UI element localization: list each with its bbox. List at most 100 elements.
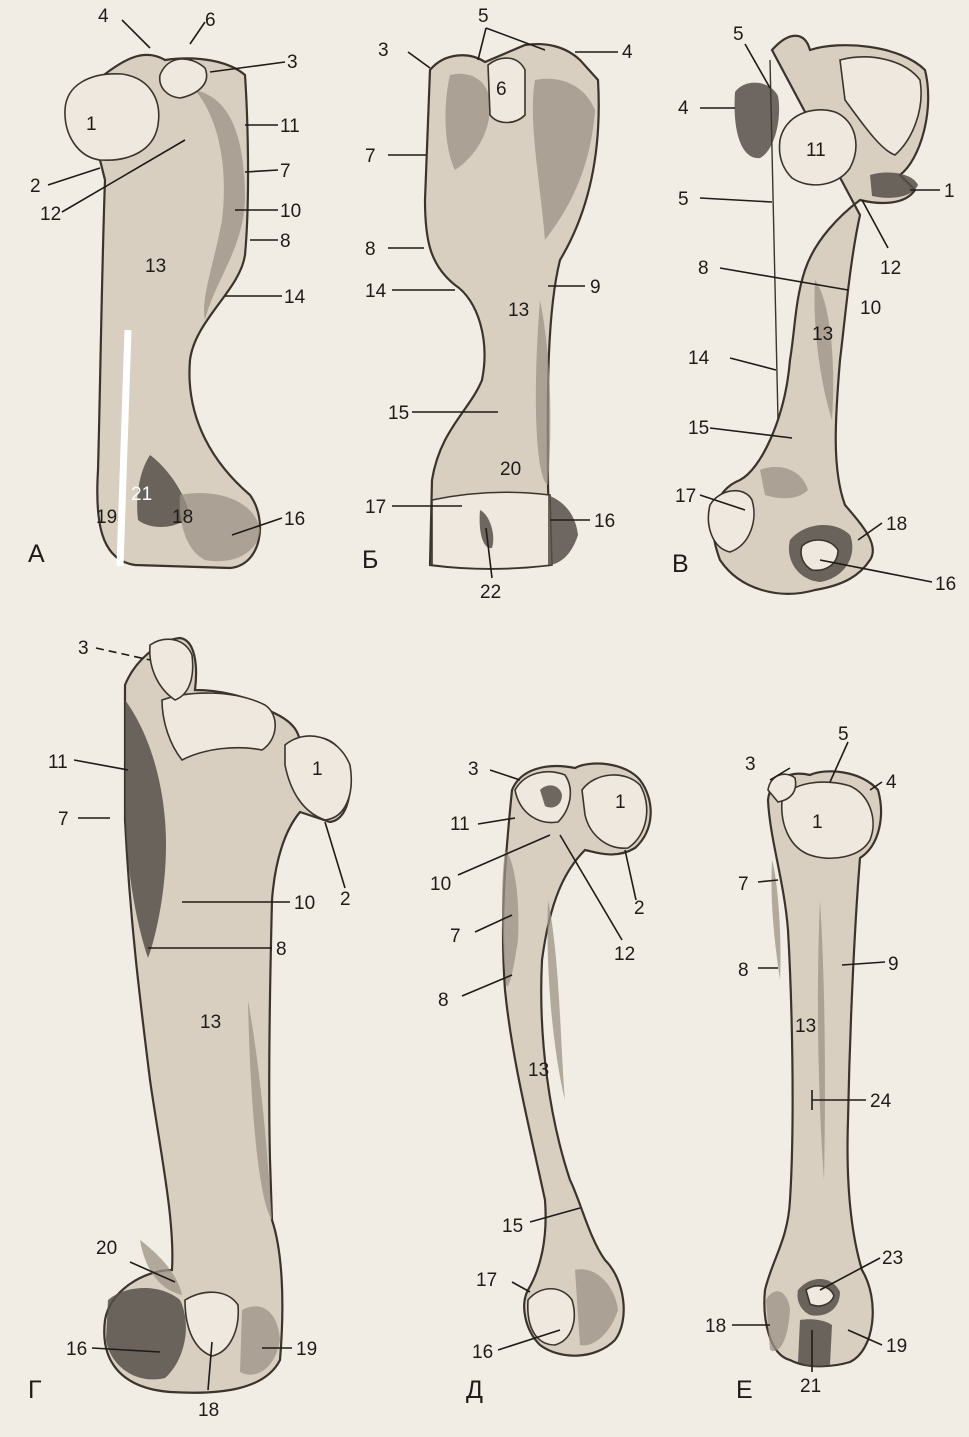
label-b-5: 5 bbox=[478, 6, 489, 27]
label-a-18: 18 bbox=[172, 507, 193, 528]
label-d-13: 13 bbox=[528, 1060, 549, 1081]
label-d-2: 2 bbox=[634, 898, 645, 919]
label-d-16: 16 bbox=[472, 1342, 493, 1363]
label-b-6: 6 bbox=[496, 79, 507, 100]
label-a-16: 16 bbox=[284, 509, 305, 530]
label-e-1: 1 bbox=[812, 812, 823, 833]
panel-g-labels: 3 11 1 7 2 10 8 13 20 16 19 Г 18 bbox=[28, 638, 351, 1421]
label-e-3: 3 bbox=[745, 754, 756, 775]
label-v-13: 13 bbox=[812, 324, 833, 345]
panel-letter-v: В bbox=[672, 550, 689, 578]
label-v-4: 4 bbox=[678, 98, 689, 119]
panel-g-bone-illustration bbox=[103, 636, 352, 1394]
label-g-11: 11 bbox=[48, 752, 68, 773]
panel-d-leaders bbox=[457, 769, 637, 1351]
label-e-13: 13 bbox=[795, 1016, 816, 1037]
label-a-10: 10 bbox=[280, 201, 301, 222]
label-v-14: 14 bbox=[688, 348, 710, 369]
label-a-19: 19 bbox=[96, 507, 117, 528]
label-b-14: 14 bbox=[365, 281, 387, 302]
panel-letter-e: Е bbox=[736, 1376, 753, 1404]
label-a-11: 11 bbox=[280, 116, 300, 137]
panel-v-labels: 5 4 11 1 5 12 8 10 13 14 15 17 18 В 16 bbox=[672, 24, 956, 595]
panel-letter-g: Г bbox=[28, 1376, 42, 1404]
panel-v-bone-illustration bbox=[707, 34, 930, 595]
label-v-5: 5 bbox=[733, 24, 744, 45]
panel-v: 5 4 11 1 5 12 8 10 13 14 15 17 18 В 16 bbox=[672, 24, 956, 595]
label-b-4: 4 bbox=[622, 42, 633, 63]
label-b-16: 16 bbox=[594, 511, 615, 532]
panel-e-leaders bbox=[732, 741, 886, 1372]
label-a-8: 8 bbox=[280, 231, 291, 252]
label-b-13: 13 bbox=[508, 300, 529, 321]
label-v-16: 16 bbox=[935, 574, 956, 595]
label-b-20: 20 bbox=[500, 459, 521, 480]
panel-d-bone-illustration bbox=[501, 762, 652, 1357]
panel-b: 5 3 4 6 7 8 9 14 13 15 20 17 16 Б 22 bbox=[362, 6, 633, 603]
label-a-12: 12 bbox=[40, 204, 61, 225]
label-v-8: 8 bbox=[698, 258, 709, 279]
label-d-15: 15 bbox=[502, 1216, 523, 1237]
panel-letter-b: Б bbox=[362, 546, 378, 574]
panel-e: 5 3 4 1 7 9 8 13 24 23 18 19 Е 21 bbox=[705, 724, 907, 1404]
label-a-7: 7 bbox=[280, 161, 291, 182]
panel-letter-d: Д bbox=[466, 1376, 483, 1404]
label-b-8: 8 bbox=[365, 239, 376, 260]
panel-a: 4 6 3 1 11 7 2 10 12 8 13 14 21 19 18 16… bbox=[28, 6, 306, 570]
label-g-2: 2 bbox=[340, 889, 351, 910]
panel-d-labels: 3 1 11 10 2 7 12 8 13 15 17 16 Д bbox=[430, 759, 645, 1404]
label-d-3: 3 bbox=[468, 759, 479, 780]
label-e-18: 18 bbox=[705, 1316, 726, 1337]
panel-b-leaders bbox=[388, 27, 618, 579]
label-g-19: 19 bbox=[296, 1339, 317, 1360]
label-b-7: 7 bbox=[365, 146, 376, 167]
panel-a-labels: 4 6 3 1 11 7 2 10 12 8 13 14 21 19 18 16… bbox=[28, 6, 306, 568]
label-b-3: 3 bbox=[378, 40, 389, 61]
label-g-8: 8 bbox=[276, 939, 287, 960]
label-a-1: 1 bbox=[86, 114, 97, 135]
label-g-3: 3 bbox=[78, 638, 89, 659]
label-g-1: 1 bbox=[312, 759, 323, 780]
label-e-8: 8 bbox=[738, 960, 749, 981]
panel-letter-a: А bbox=[28, 540, 45, 568]
label-a-3: 3 bbox=[287, 52, 298, 73]
label-d-7: 7 bbox=[450, 926, 461, 947]
panel-a-bone-illustration bbox=[64, 53, 262, 570]
label-a-13: 13 bbox=[145, 256, 166, 277]
label-v-17: 17 bbox=[675, 486, 696, 507]
label-a-21: 21 bbox=[131, 484, 152, 505]
panel-a-leaders bbox=[47, 19, 286, 536]
label-g-7: 7 bbox=[58, 809, 69, 830]
panel-e-bone-illustration bbox=[763, 770, 882, 1368]
label-v-11: 11 bbox=[806, 140, 826, 161]
label-d-1: 1 bbox=[615, 792, 626, 813]
label-g-10: 10 bbox=[294, 893, 315, 914]
label-a-6: 6 bbox=[205, 10, 216, 31]
label-e-5: 5 bbox=[838, 724, 849, 745]
label-e-7: 7 bbox=[738, 874, 749, 895]
label-g-13: 13 bbox=[200, 1012, 221, 1033]
label-d-12: 12 bbox=[614, 944, 635, 965]
panel-g: 3 11 1 7 2 10 8 13 20 16 19 Г 18 bbox=[28, 636, 352, 1421]
panel-b-bone-illustration bbox=[423, 43, 600, 570]
label-d-17: 17 bbox=[476, 1270, 497, 1291]
label-v-12: 12 bbox=[880, 258, 901, 279]
label-b-17: 17 bbox=[365, 497, 386, 518]
label-a-4: 4 bbox=[98, 6, 109, 27]
label-v-15: 15 bbox=[688, 418, 709, 439]
label-e-9: 9 bbox=[888, 954, 899, 975]
label-e-4: 4 bbox=[886, 772, 897, 793]
label-d-10: 10 bbox=[430, 874, 451, 895]
label-a-2: 2 bbox=[30, 176, 41, 197]
panel-e-labels: 5 3 4 1 7 9 8 13 24 23 18 19 Е 21 bbox=[705, 724, 907, 1404]
label-b-9: 9 bbox=[590, 277, 601, 298]
label-b-22: 22 bbox=[480, 582, 501, 603]
label-a-14: 14 bbox=[284, 287, 306, 308]
label-e-21: 21 bbox=[800, 1376, 821, 1397]
label-g-18: 18 bbox=[198, 1400, 219, 1421]
panel-g-leaders bbox=[73, 647, 346, 1391]
label-v-18: 18 bbox=[886, 514, 907, 535]
label-v-1: 1 bbox=[944, 181, 955, 202]
panel-b-labels: 5 3 4 6 7 8 9 14 13 15 20 17 16 Б 22 bbox=[362, 6, 633, 603]
